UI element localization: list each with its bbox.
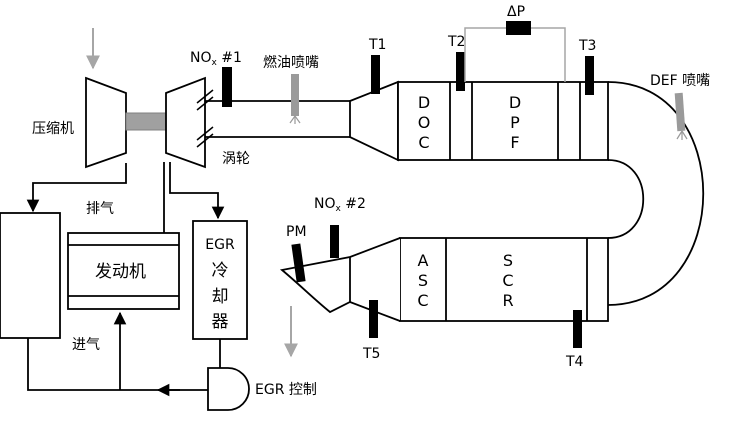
- doc-letter-1: D: [418, 93, 430, 112]
- asc-letter-3: C: [417, 291, 428, 310]
- t2-sensor: [456, 52, 465, 91]
- dpf-letter-2: P: [510, 113, 520, 132]
- compressor-label: 压缩机: [32, 121, 74, 137]
- nox2-label: NOx #2: [314, 196, 366, 214]
- intercooler: [0, 212, 61, 339]
- delta-p-label: ΔP: [507, 4, 525, 20]
- engine-label: 发动机: [95, 262, 146, 282]
- t3-label: T3: [578, 38, 596, 54]
- pm-sensor: [291, 243, 306, 283]
- dpf-letter-3: F: [510, 133, 519, 152]
- asc-letter-2: S: [418, 271, 428, 290]
- delta-p-lines: [464, 27, 566, 82]
- t1-label: T1: [368, 37, 386, 53]
- u-bend-inner: [607, 159, 645, 239]
- compressor: 压缩机: [32, 28, 127, 169]
- t5-sensor: [369, 300, 378, 338]
- asc-letter-1: A: [418, 251, 429, 270]
- fuel-injector-label: 燃油喷嘴: [263, 54, 319, 71]
- turbo-shaft: [125, 112, 167, 131]
- engine: 发动机: [67, 232, 180, 310]
- t4-label: T4: [565, 354, 584, 370]
- delta-p-sensor: [506, 21, 531, 35]
- egr-cooler: [192, 220, 248, 340]
- intake-return-line: [27, 338, 208, 391]
- egr-control-label: EGR 控制: [255, 382, 317, 398]
- t1-sensor: [371, 55, 380, 94]
- egr-cooler-label-2: 冷: [212, 261, 229, 281]
- doc-dpf-can: [349, 80, 609, 162]
- doc-letter-3: C: [418, 133, 429, 152]
- t4-sensor: [573, 310, 582, 348]
- nox1-sensor: [222, 67, 232, 107]
- def-injector-label: DEF 喷嘴: [650, 73, 710, 89]
- def-injector: [674, 92, 686, 132]
- compressor-body: [85, 76, 127, 169]
- egr-control-valve: [207, 367, 250, 411]
- scr-letter-3: R: [502, 291, 513, 310]
- egr-cooler-label-1: EGR: [205, 237, 235, 253]
- intake-label: 进气: [72, 337, 100, 353]
- turbine: 涡轮: [165, 76, 250, 169]
- t3-sensor: [585, 56, 594, 95]
- scr-letter-2: C: [502, 271, 513, 290]
- dpf-letter-1: D: [509, 93, 521, 112]
- scr-letter-1: S: [503, 251, 513, 270]
- fuel-injector: [291, 74, 299, 116]
- u-bend-outer: [607, 81, 705, 306]
- exhaust-label: 排气: [86, 201, 114, 217]
- t5-label: T5: [362, 346, 380, 362]
- nox1-label: NOx #1: [190, 50, 242, 68]
- compressor-to-intercooler-line: [26, 163, 127, 213]
- doc-letter-2: O: [418, 113, 431, 132]
- egr-cooler-label-4: 器: [212, 312, 229, 332]
- turbine-label: 涡轮: [222, 151, 250, 167]
- t2-label: T2: [447, 34, 465, 50]
- egr-supply-line: [169, 162, 225, 220]
- pm-label: PM: [286, 224, 307, 240]
- egr-cooler-label-3: 却: [212, 287, 229, 307]
- turbine-body: [165, 76, 206, 169]
- nox2-sensor: [330, 225, 339, 258]
